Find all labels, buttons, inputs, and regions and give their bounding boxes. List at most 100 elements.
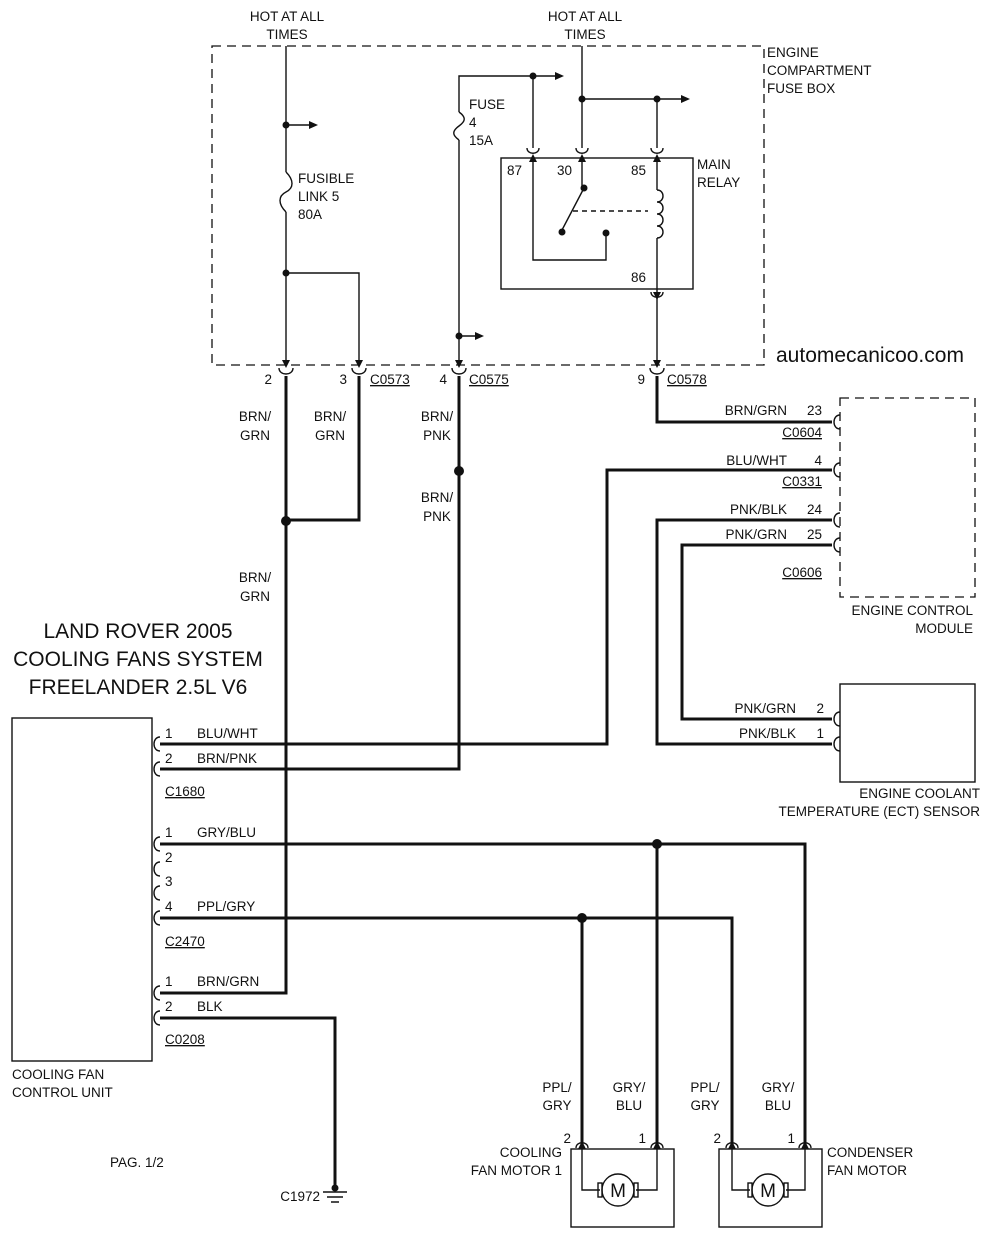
- cfcu-wire-label: PPL/GRY: [197, 899, 255, 914]
- fuse-4-wire: [458, 75, 533, 360]
- fusible-link-label-3: 80A: [298, 207, 322, 222]
- wire-label: PPL/: [542, 1080, 572, 1095]
- arrow-head-icon: [475, 332, 484, 340]
- relay-contact: [558, 228, 566, 236]
- ect-pin: 1: [816, 726, 824, 741]
- engine-control-module: ENGINE CONTROL MODULE BRN/GRN 23 C0604 B…: [725, 397, 976, 636]
- wire-label: BRN/: [314, 409, 347, 424]
- hot-label-left-1: HOT AT ALL: [250, 9, 325, 24]
- wire-blu-wht: [160, 468, 832, 746]
- arrow-head-icon: [728, 1141, 736, 1149]
- connector-pin-3: 3: [339, 372, 347, 387]
- arrow-head-icon: [578, 154, 586, 162]
- relay-contact: [602, 229, 610, 237]
- connector-c0578: C0578: [667, 372, 707, 387]
- main-relay: 87 30 85 86 MAIN RELAY: [500, 147, 740, 362]
- fuse-box-connectors: 2 3 C0573 4 C0575 9 C0578: [264, 360, 707, 387]
- wire-brn-pnk: [160, 376, 461, 771]
- motor-1-leads: [581, 1149, 658, 1191]
- cfcu-pin: 3: [165, 874, 173, 889]
- hot-label-left-2: TIMES: [266, 27, 307, 42]
- splice-dot: [281, 516, 291, 526]
- wire-label: BRN/: [421, 490, 454, 505]
- fusible-link-label-2: LINK 5: [298, 189, 339, 204]
- ect-label-2: TEMPERATURE (ECT) SENSOR: [778, 804, 980, 819]
- motor-1-label-2: FAN MOTOR 1: [471, 1163, 562, 1178]
- fuse-box-outline: [211, 45, 765, 366]
- motor-pin: 1: [638, 1131, 646, 1146]
- wire-gry-blu: [160, 842, 807, 1148]
- ecm-connector-c0604: C0604: [782, 425, 822, 440]
- splice-dot: [454, 466, 464, 476]
- wire-label: BLU: [616, 1098, 642, 1113]
- wire-label: GRY/: [762, 1080, 795, 1095]
- ecm-wire-label: BLU/WHT: [726, 453, 787, 468]
- motor-pin: 2: [713, 1131, 721, 1146]
- motor-2-connector-arcs: [725, 1142, 812, 1149]
- title-line-1: LAND ROVER 2005: [43, 620, 232, 643]
- ecm-outline: [839, 397, 976, 598]
- wire-label: BLU: [765, 1098, 791, 1113]
- arrow-head-icon: [653, 360, 661, 368]
- wire-label: BRN/: [239, 570, 272, 585]
- cfcu-wire-label: BLU/WHT: [197, 726, 258, 741]
- hot-label-right-1: HOT AT ALL: [548, 9, 623, 24]
- cfcu-wire-label: GRY/BLU: [197, 825, 256, 840]
- motor-2-label-1: CONDENSER: [827, 1145, 914, 1160]
- relay-label-2: RELAY: [697, 175, 740, 190]
- ect-wire-label: PNK/GRN: [734, 701, 796, 716]
- motor-2-label-2: FAN MOTOR: [827, 1163, 907, 1178]
- wire-brn-grn-pin3: [286, 376, 361, 522]
- cfcu-wire-label: BLK: [197, 999, 223, 1014]
- cfcu-connector-arcs: [153, 736, 161, 1026]
- fuse-label-3: 15A: [469, 133, 493, 148]
- wire-label: GRN: [315, 428, 345, 443]
- cooling-fan-motor-1: M 2 1 COOLING FAN MOTOR 1: [471, 1131, 675, 1228]
- page-number: PAG. 1/2: [110, 1155, 164, 1170]
- motor-icon: [751, 1173, 785, 1207]
- cfcu-pin: 4: [165, 899, 173, 914]
- ecm-label-1: ENGINE CONTROL: [851, 603, 973, 618]
- fuse-box-label-1: ENGINE: [767, 45, 819, 60]
- wire-label: PNK: [423, 428, 451, 443]
- arrow-head-icon: [653, 292, 661, 300]
- relay-switch-arm: [561, 187, 585, 231]
- arrow-head-icon: [555, 72, 564, 80]
- ground-icon: [323, 1191, 347, 1203]
- cfcu-connector-c1680: C1680: [165, 784, 205, 799]
- fusible-link-label-1: FUSIBLE: [298, 171, 354, 186]
- title-line-2: COOLING FANS SYSTEM: [13, 648, 263, 671]
- cfcu-pin: 2: [165, 751, 173, 766]
- ecm-wire-label: PNK/GRN: [725, 527, 787, 542]
- wire-label: GRY/: [613, 1080, 646, 1095]
- ecm-pin: 24: [807, 502, 823, 517]
- fuse-4-symbol: [453, 111, 465, 141]
- connector-c0575: C0575: [469, 372, 509, 387]
- condenser-fan-motor: M 2 1 CONDENSER FAN MOTOR: [713, 1131, 914, 1228]
- cfcu-wire-label: BRN/GRN: [197, 974, 259, 989]
- wire-labels: BRN/ GRN BRN/ GRN BRN/ PNK BRN/ PNK BRN/…: [239, 409, 454, 604]
- diagram-title: LAND ROVER 2005 COOLING FANS SYSTEM FREE…: [13, 620, 263, 699]
- wire-ppl-gry: [160, 916, 734, 1148]
- ecm-label-2: MODULE: [915, 621, 973, 636]
- motor-symbol: M: [760, 1181, 776, 1202]
- motor-symbol: M: [610, 1181, 626, 1202]
- ect-label-1: ENGINE COOLANT: [859, 786, 980, 801]
- cooling-fan-control-unit: COOLING FAN CONTROL UNIT 1 BLU/WHT 2 BRN…: [11, 717, 259, 1100]
- connector-pin-2: 2: [264, 372, 272, 387]
- wire-pnk-blk: [655, 518, 832, 746]
- relay-87-internal: [532, 162, 607, 261]
- engine-compartment-fuse-box: ENGINE COMPARTMENT FUSE BOX HOT AT ALL T…: [211, 9, 872, 387]
- cfcu-pin: 1: [165, 726, 173, 741]
- ect-wire-label: PNK/BLK: [739, 726, 796, 741]
- wire-label: GRY: [690, 1098, 719, 1113]
- title-line-3: FREELANDER 2.5L V6: [29, 676, 248, 699]
- ecm-connector-c0331: C0331: [782, 474, 822, 489]
- wire-label: BRN/: [239, 409, 272, 424]
- split-wire: [286, 272, 360, 360]
- fuse-label-2: 4: [469, 115, 477, 130]
- relay-pin-30: 30: [557, 163, 572, 178]
- wire-brn-grn-main: [160, 376, 288, 995]
- arrow-head-icon: [309, 121, 318, 129]
- ecm-wire-label: BRN/GRN: [725, 403, 787, 418]
